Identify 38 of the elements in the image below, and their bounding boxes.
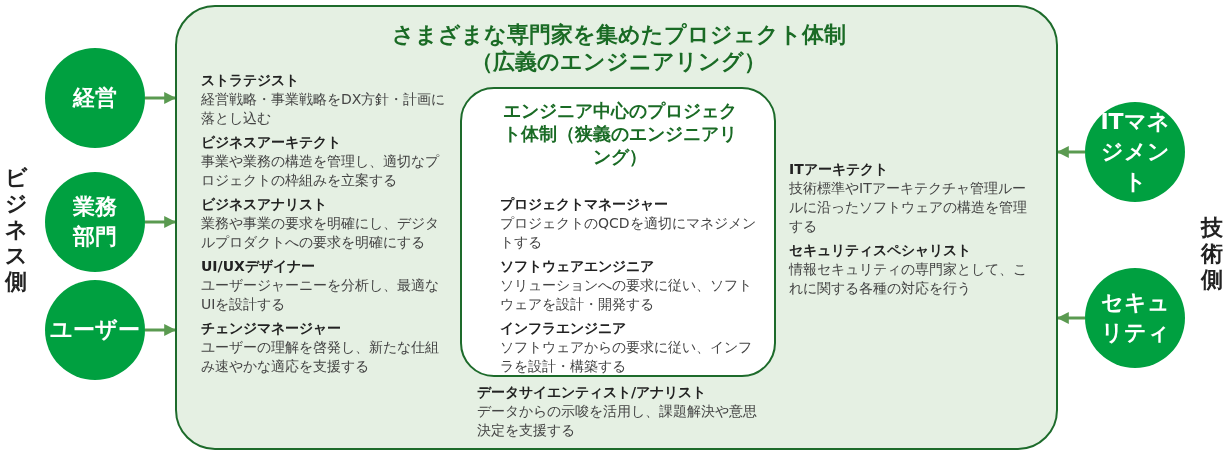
inner-panel bbox=[460, 87, 776, 377]
role-heading: インフラエンジニア bbox=[500, 319, 627, 338]
role-heading: ストラテジスト bbox=[201, 71, 300, 90]
role-heading: セキュリティスペシャリスト bbox=[789, 241, 972, 260]
panel-title: さまざまな専門家を集めたプロジェクト体制（広義のエンジニアリング） bbox=[390, 21, 847, 75]
role-heading: ITアーキテクト bbox=[789, 160, 889, 179]
role-heading: ソフトウェアエンジニア bbox=[500, 257, 655, 276]
role-heading: プロジェクトマネージャー bbox=[500, 195, 669, 214]
circle-label: ユーザー bbox=[50, 316, 140, 344]
role-description: ソリューションへの要求に従い、ソフトウェアを設計・開発する bbox=[500, 276, 753, 314]
circle-label: セキュリティ bbox=[1099, 289, 1171, 347]
role-description: プロジェクトのQCDを適切にマネジメントする bbox=[500, 214, 757, 252]
circle-label: 業務部門 bbox=[71, 193, 118, 251]
role-description: データからの示唆を活用し、課題解決や意思決定を支援する bbox=[477, 402, 757, 440]
role-heading: ビジネスアーキテクト bbox=[201, 133, 342, 152]
role-description: 情報セキュリティの専門家として、これに関する各種の対応を行う bbox=[789, 260, 1028, 298]
arrow bbox=[145, 324, 177, 336]
arrow bbox=[1056, 146, 1085, 158]
role-heading: データサイエンティスト/アナリスト bbox=[477, 383, 708, 402]
arrow bbox=[145, 216, 177, 228]
role-description: 業務や事業の要求を明確にし、デジタルプロダクトへの要求を明確にする bbox=[201, 214, 440, 252]
role-heading: UI/UXデザイナー bbox=[201, 257, 316, 276]
group-panel bbox=[175, 5, 1058, 450]
role-description: ユーザーの理解を啓発し、新たな仕組み速やかな適応を支援する bbox=[201, 338, 440, 376]
role-description: 経営戦略・事業戦略をDX方針・計画に落とし込む bbox=[201, 90, 447, 128]
role-description: 技術標準やITアーキテクチャ管理ルールに沿ったソフトウェアの構造を管理する bbox=[789, 179, 1028, 236]
circle-label: ITマネジメント bbox=[1099, 108, 1171, 196]
role-description: 事業や業務の構造を管理し、適切なプロジェクトの枠組みを立案する bbox=[201, 152, 441, 190]
role-heading: チェンジマネージャー bbox=[201, 319, 342, 338]
arrow bbox=[145, 92, 177, 104]
panel-title: エンジニア中心のプロジェクト体制（狭義のエンジニアリング） bbox=[502, 99, 738, 168]
arrow bbox=[1056, 312, 1085, 324]
side-label: ビジネス側 bbox=[4, 165, 28, 295]
circle-label: 経営 bbox=[73, 84, 117, 112]
role-description: ユーザージャーニーを分析し、最適なUIを設計する bbox=[201, 276, 440, 314]
side-label: 技術側 bbox=[1200, 215, 1224, 293]
role-heading: ビジネスアナリスト bbox=[201, 195, 328, 214]
role-description: ソフトウェアからの要求に従い、インフラを設計・構築する bbox=[500, 338, 753, 376]
